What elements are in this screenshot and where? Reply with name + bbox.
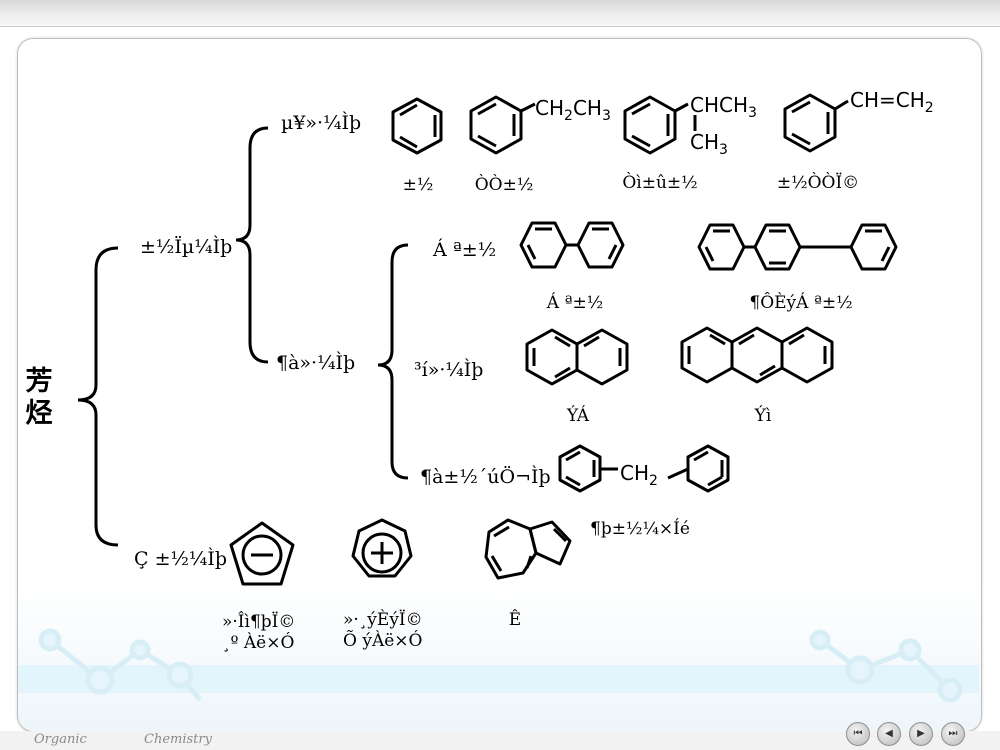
root-label: 芳烃 — [25, 366, 53, 430]
polycyclic-brace — [377, 243, 409, 480]
top-bar — [0, 0, 1000, 27]
azulene-label: Ê — [508, 610, 522, 630]
biphenyl-type-label: Á ª±½ — [433, 239, 497, 261]
cyclopentadienyl-label-line1: »·Îì¶þÏ© — [222, 612, 296, 632]
biphenyl-label: Á ª±½ — [546, 293, 604, 313]
first-slide-button[interactable]: ⏮ — [846, 722, 870, 746]
methylene-formula: CH2 — [620, 461, 658, 489]
multi-ring-label: ¶à»·¼Ìþ — [276, 352, 356, 374]
slide-card — [17, 38, 982, 732]
styrene-label: ±½ÒÒÏ© — [776, 173, 860, 193]
benzene-label: ±½ — [402, 175, 434, 195]
root-brace — [77, 246, 119, 547]
azulene-structure — [484, 518, 572, 580]
fused-ring-label: ³í»·¼Ìþ — [414, 359, 484, 381]
cyclopentadienyl-anion-structure — [229, 521, 295, 586]
naphthalene-label: ÝÁ — [566, 406, 590, 426]
biphenyl-structure — [519, 221, 625, 269]
last-slide-button[interactable]: ⏭ — [941, 722, 965, 746]
footer-chemistry: Chemistry — [144, 732, 212, 747]
diphenylmethane-structure — [558, 444, 730, 493]
styrene-structure — [783, 93, 849, 153]
tropylium-cation-label: »·¸ýÈýÏ© Õ ýÀë×Ó — [343, 610, 423, 653]
isopropyl-formula-bottom: CH3 — [690, 130, 728, 158]
terphenyl-structure — [697, 223, 898, 271]
footer-bar — [0, 731, 1000, 750]
tropylium-label-line2: Õ ýÀë×Ó — [343, 631, 423, 652]
tropylium-cation-structure — [351, 518, 413, 578]
polyphenyl-alkane-label: ¶à±½´úÖ¬Ìþ — [420, 466, 551, 488]
diphenylmethane-label: ¶þ±½¼×Íé — [590, 519, 690, 539]
benzene-structure — [391, 97, 443, 155]
isopropyl-formula-top: CHCH3 — [690, 93, 757, 121]
cumene-label: Òì±û±½ — [622, 173, 698, 193]
ethylbenzene-structure — [469, 95, 536, 155]
previous-slide-button[interactable]: ◀ — [877, 722, 901, 746]
footer-organic: Organic — [34, 732, 87, 747]
naphthalene-structure — [525, 328, 629, 386]
cumene-structure — [623, 95, 697, 155]
benzene-series-label: ±½Ïµ¼Ìþ — [140, 236, 233, 258]
cyclopentadienyl-label-line2: ¸º Àë×Ó — [222, 633, 295, 654]
benzenoid-brace — [235, 126, 269, 364]
ethyl-formula: CH2CH3 — [535, 96, 611, 124]
ethylbenzene-label: ÒÒ±½ — [474, 175, 534, 195]
background-molecule-art — [38, 628, 963, 703]
anthracene-structure — [680, 326, 834, 384]
non-benzenoid-label: Ç ±½¼Ìþ — [134, 548, 227, 570]
cyclopentadienyl-anion-label: »·Îì¶þÏ© ¸º Àë×Ó — [222, 612, 295, 655]
tropylium-label-line1: »·¸ýÈýÏ© — [343, 610, 423, 630]
vinyl-formula: CH=CH2 — [850, 88, 934, 116]
terphenyl-label: ¶ÔÈýÁ ª±½ — [749, 293, 853, 313]
anthracene-label: Ýì — [754, 406, 772, 426]
single-ring-label: µ¥»·¼Ìþ — [281, 112, 362, 134]
next-slide-button[interactable]: ▶ — [909, 722, 933, 746]
